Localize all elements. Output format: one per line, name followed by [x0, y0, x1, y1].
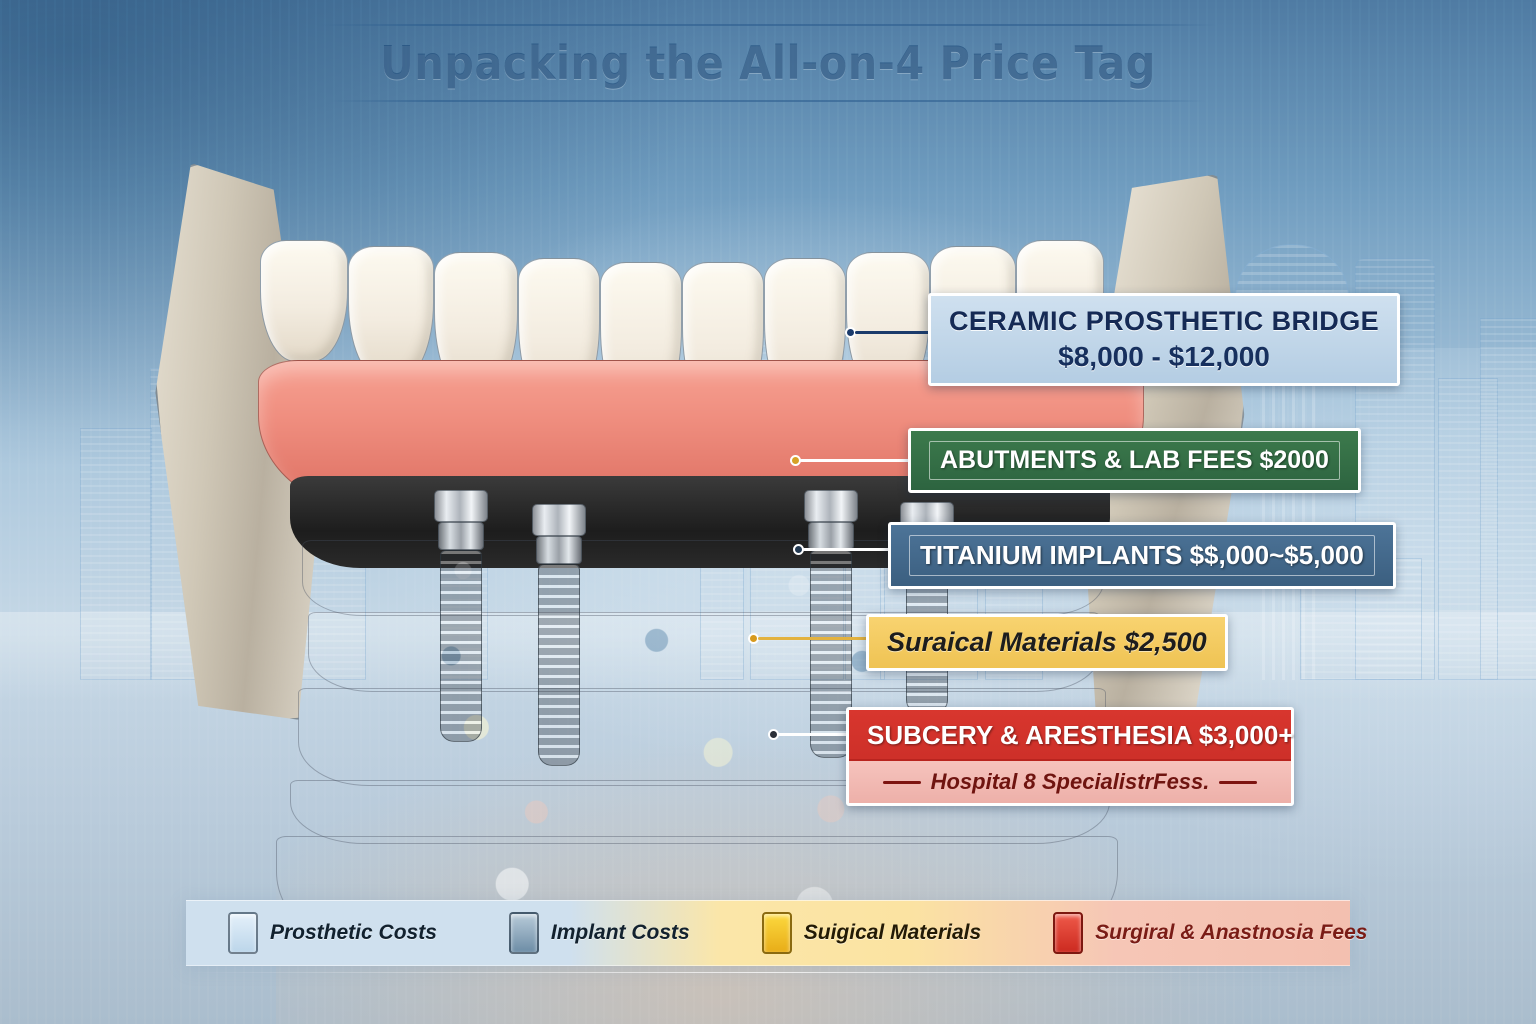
tooth — [260, 240, 348, 362]
legend-label: Surgiral & Anastnosia Fees — [1095, 921, 1368, 944]
implant-threaded-body — [538, 564, 580, 766]
callout-panel: TITANIUM IMPLANTS $$,000~$5,000 — [888, 522, 1396, 589]
callout-panel: Suraical Materials $2,500 — [866, 614, 1228, 671]
page-title: Unpacking the All-on-4 Price Tag — [380, 36, 1156, 90]
title-rule-bottom — [330, 100, 1206, 102]
titanium-implant — [434, 490, 488, 742]
callout-panel: ABUTMENTS & LAB FEES $2000 — [908, 428, 1361, 493]
legend-item-prosthetic[interactable]: Prosthetic Costs — [228, 912, 437, 954]
leader-line-anesthesia — [768, 729, 856, 740]
callout-panel: CERAMIC PROSTHETIC BRIDGE $8,000 - $12,0… — [928, 293, 1401, 386]
callout-titanium-implants[interactable]: TITANIUM IMPLANTS $$,000~$5,000 — [888, 522, 1396, 589]
callout-title: Suraical Materials $2,500 — [887, 627, 1207, 657]
callout-subnote-text: Hospital 8 SpecialistrFess. — [930, 769, 1210, 794]
callout-title: TITANIUM IMPLANTS $$,000~$5,000 — [920, 540, 1364, 570]
leader-stroke — [758, 637, 878, 640]
legend-swatch-icon — [761, 912, 792, 954]
legend-label: Suigical Materials — [803, 921, 982, 944]
legend-swatch-icon — [1053, 912, 1084, 954]
implant-abutment — [536, 536, 582, 564]
legend-item-surgical[interactable]: Suigical Materials — [761, 912, 982, 954]
callout-inner-frame: ABUTMENTS & LAB FEES $2000 — [929, 441, 1340, 480]
tooth — [348, 246, 434, 380]
legend-bar: Prosthetic Costs Implant Costs Suigical … — [186, 900, 1367, 966]
dash-right-icon — [1219, 780, 1258, 784]
callout-price: $8,000 - $12,000 — [1058, 341, 1270, 372]
title-rule-top — [320, 24, 1216, 26]
implant-abutment — [438, 522, 484, 550]
callout-subnote: Hospital 8 SpecialistrFess. — [849, 759, 1291, 803]
titanium-implant — [804, 490, 858, 758]
callout-surgery-anesthesia[interactable]: SUBCERY & ARESTHESIA $3,000+ Hospital 8 … — [846, 707, 1294, 806]
leader-stroke — [855, 331, 935, 334]
leader-line-abutments — [790, 455, 920, 466]
callout-title: SUBCERY & ARESTHESIA $3,000+ — [867, 720, 1294, 750]
legend-label: Prosthetic Costs — [270, 921, 437, 944]
implant-head — [804, 490, 858, 522]
implant-abutment — [808, 522, 854, 550]
callout-title: CERAMIC PROSTHETIC BRIDGE — [949, 306, 1380, 336]
legend-underline — [186, 972, 1350, 973]
leader-line-bridge — [845, 327, 935, 338]
leader-stroke — [778, 733, 856, 736]
callout-panel: SUBCERY & ARESTHESIA $3,000+ Hospital 8 … — [846, 707, 1294, 806]
legend-swatch-icon — [508, 912, 539, 954]
implant-threaded-body — [440, 550, 482, 742]
legend-swatch-icon — [228, 912, 258, 954]
callout-inner-frame: TITANIUM IMPLANTS $$,000~$5,000 — [909, 535, 1375, 576]
implant-head — [434, 490, 488, 522]
leader-stroke — [800, 459, 920, 462]
leader-stroke — [803, 548, 908, 551]
legend-item-anesthesia[interactable]: Surgiral & Anastnosia Fees — [1053, 912, 1367, 954]
leader-line-surgical — [748, 633, 878, 644]
callout-surgical-materials[interactable]: Suraical Materials $2,500 — [866, 614, 1228, 671]
callout-abutments[interactable]: ABUTMENTS & LAB FEES $2000 — [908, 428, 1361, 493]
titanium-implant — [532, 504, 586, 766]
title-block: Unpacking the All-on-4 Price Tag — [0, 24, 1536, 102]
legend-label: Implant Costs — [550, 921, 690, 944]
callout-title: ABUTMENTS & LAB FEES $2000 — [940, 446, 1329, 474]
leader-line-implants — [793, 544, 908, 555]
dash-left-icon — [882, 780, 921, 784]
callout-ceramic-bridge[interactable]: CERAMIC PROSTHETIC BRIDGE $8,000 - $12,0… — [928, 293, 1401, 386]
implant-threaded-body — [810, 550, 852, 758]
implant-head — [532, 504, 586, 536]
legend-item-implant[interactable]: Implant Costs — [508, 912, 690, 954]
